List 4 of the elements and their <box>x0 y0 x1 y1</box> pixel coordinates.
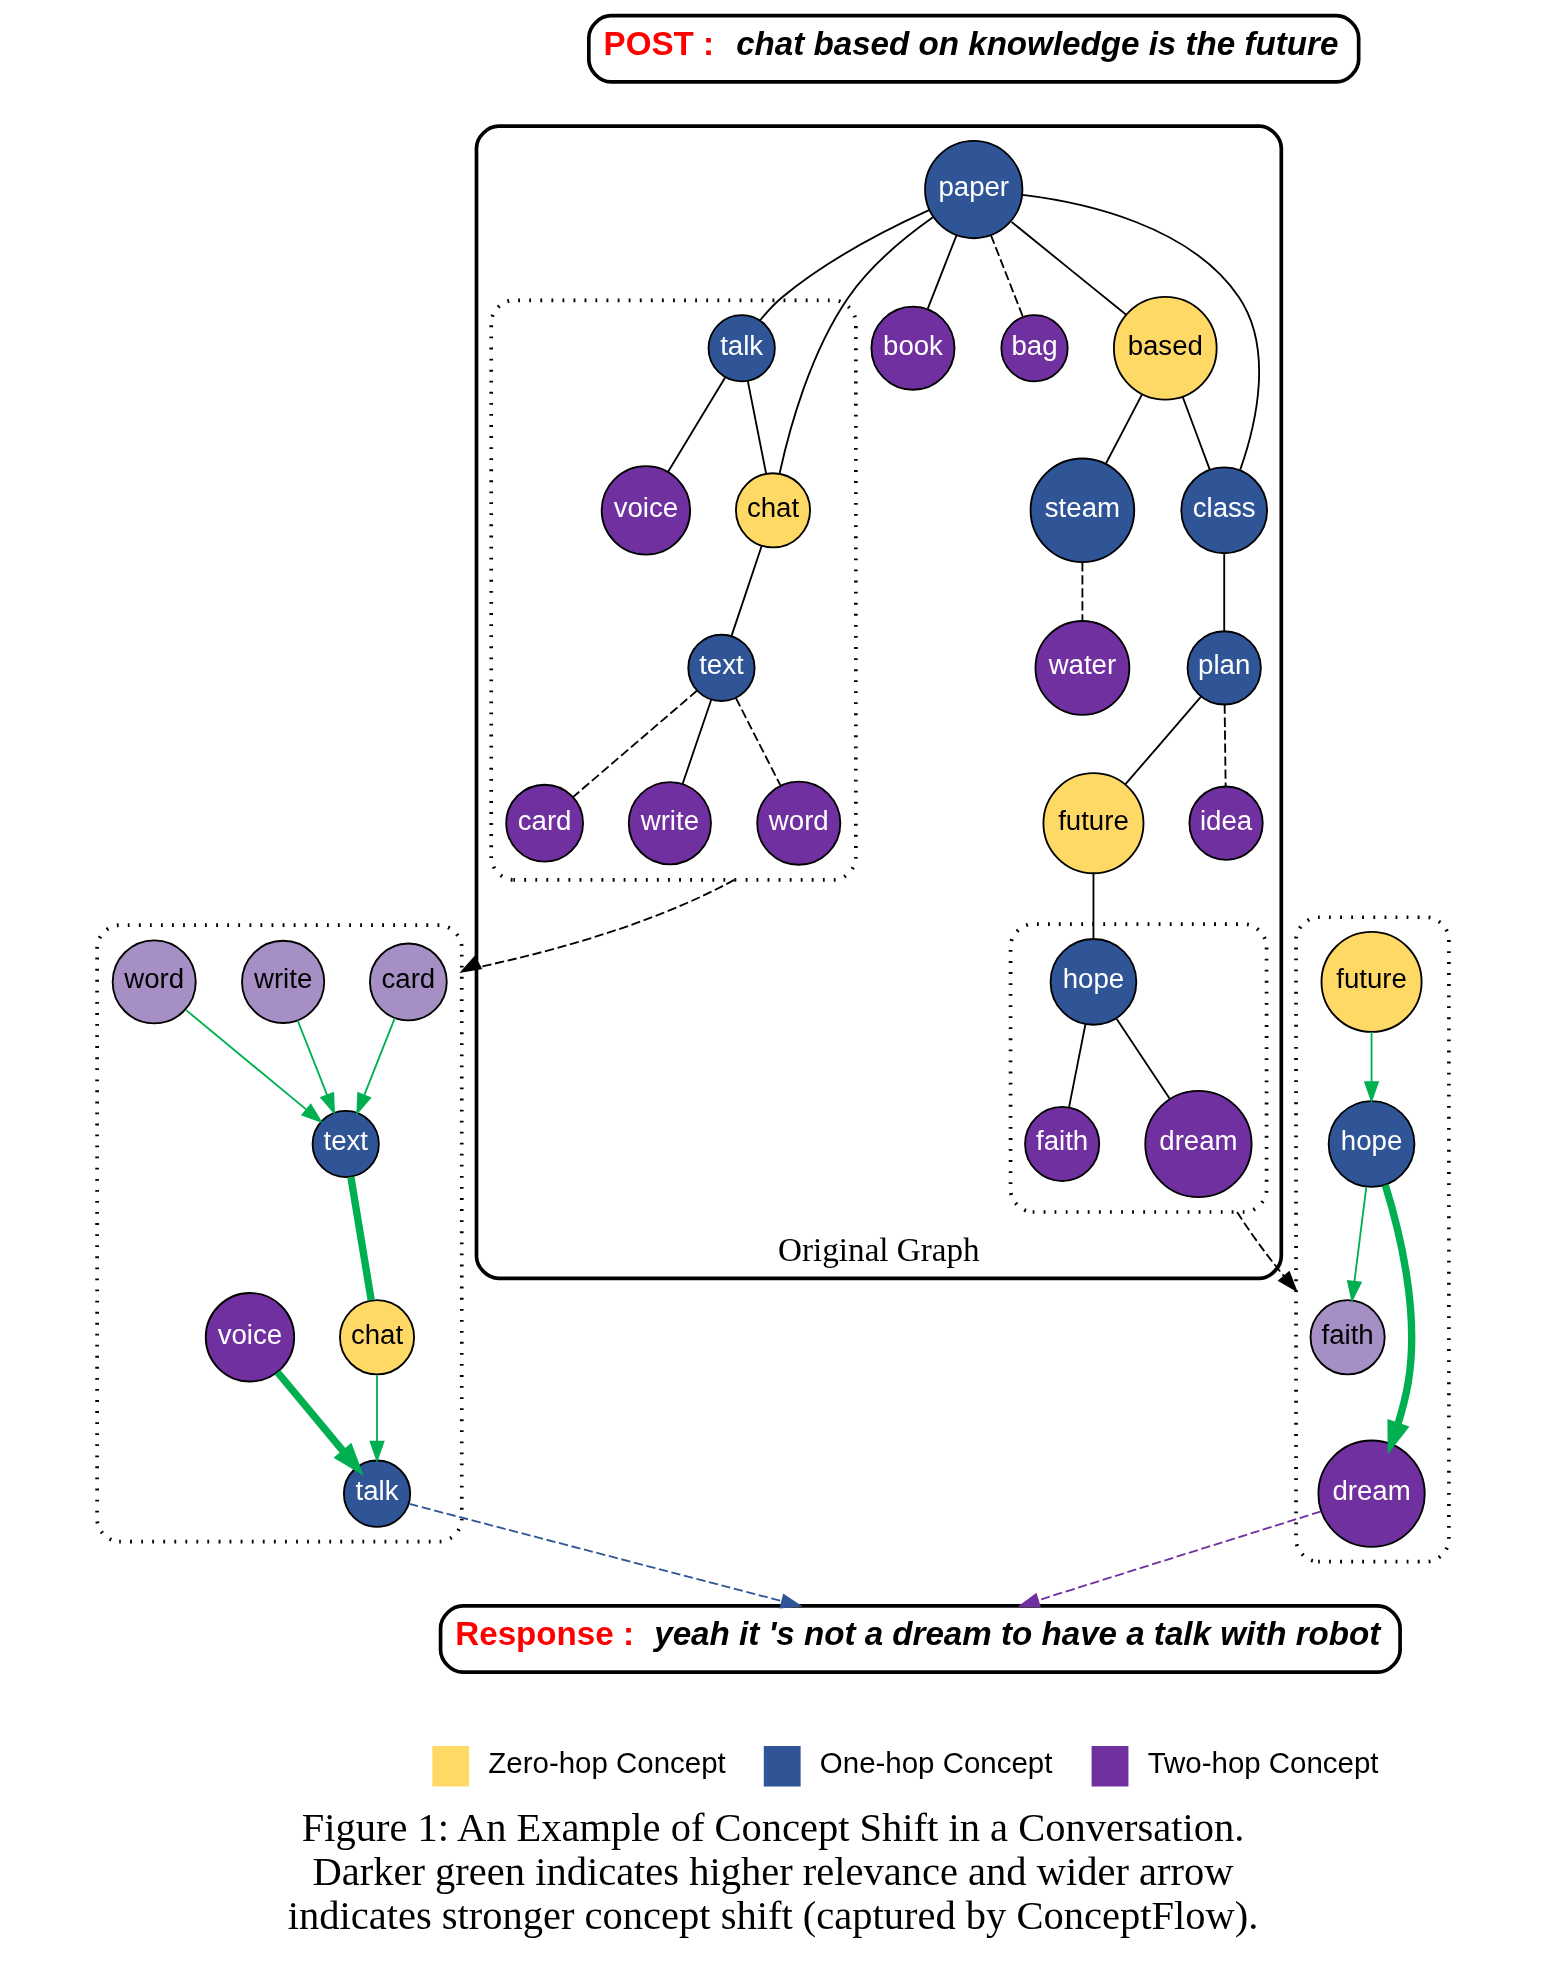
legend-label: Zero-hop Concept <box>488 1746 726 1780</box>
legend-label: One-hop Concept <box>819 1746 1053 1780</box>
caption: Figure 1: An Example of Concept Shift in a Conversation. Darker green indicates higher relevance and wider arrow indicates stronger concept shift (captured by ConceptFlow). <box>287 1804 1259 1939</box>
legend-label: Two-hop Concept <box>1147 1746 1379 1780</box>
